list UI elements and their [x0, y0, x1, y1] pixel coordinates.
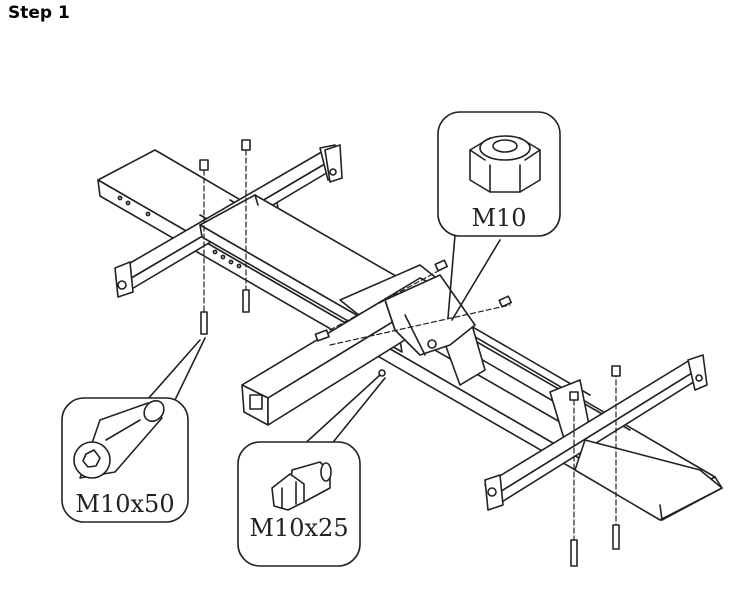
bolt-long-label: M10x50: [75, 490, 174, 518]
front-plate: [574, 439, 723, 521]
bolt-short-label: M10x25: [249, 514, 348, 542]
front-right-cross-tube: [484, 354, 708, 511]
hex-nut-icon: [469, 135, 541, 193]
hex-bolt-icon: [271, 461, 332, 511]
callout-nut: M10: [437, 111, 561, 321]
callout-bolt-long: M10x50: [61, 337, 206, 523]
callout-bolt-short: M10x25: [237, 374, 386, 567]
hex-socket-bolt-icon: [73, 399, 165, 479]
nut-label: M10: [471, 204, 526, 232]
bracket-plate: [384, 274, 476, 356]
bolts: [199, 139, 621, 567]
bolt-axes: [203, 149, 617, 546]
step-title: Step 1: [8, 3, 70, 23]
